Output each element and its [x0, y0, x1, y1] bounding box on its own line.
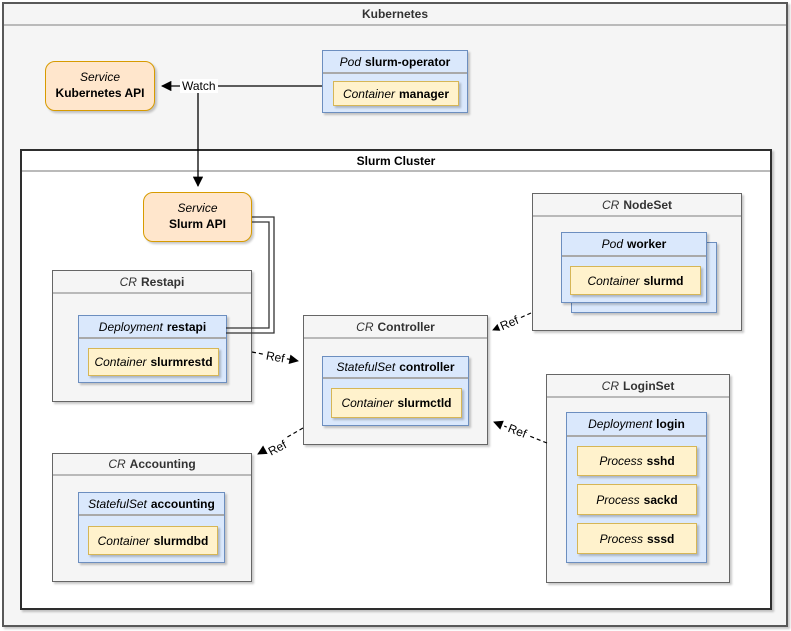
cr-kind-label: CR	[601, 197, 620, 212]
statefulset-accounting-header: StatefulSet accounting	[79, 493, 224, 516]
statefulset-name-label: controller	[399, 360, 455, 374]
process-sshd: Process sshd	[577, 446, 697, 476]
container-name-label: slurmdbd	[153, 533, 209, 548]
pod-name-label: worker	[627, 237, 667, 251]
container-name-label: slurmd	[643, 273, 684, 288]
container-kind-label: Container	[587, 273, 640, 288]
pod-worker-header: Pod worker	[562, 233, 706, 257]
service-slurm-api: Service Slurm API	[143, 192, 252, 242]
container-slurmd: Container slurmd	[570, 266, 701, 295]
process-name-label: sssd	[647, 531, 675, 546]
cr-name-label: Accounting	[129, 457, 196, 471]
cr-kind-label: CR	[356, 319, 374, 334]
cr-loginset-header: CR LoginSet	[547, 375, 729, 398]
cr-name-label: LoginSet	[623, 378, 675, 393]
deployment-name-label: login	[656, 417, 685, 431]
cr-nodeset-header: CR NodeSet	[533, 194, 741, 217]
deployment-kind-label: Deployment	[98, 319, 163, 334]
pod-name-label: slurm-operator	[365, 54, 451, 69]
cr-kind-label: CR	[601, 378, 619, 393]
kubernetes-title: Kubernetes	[4, 4, 786, 26]
process-sssd: Process sssd	[577, 523, 697, 554]
cr-controller-header: CR Controller	[304, 316, 487, 339]
service-kind-label: Service	[177, 201, 218, 216]
pod-kind-label: Pod	[601, 237, 623, 251]
cr-name-label: Controller	[377, 319, 435, 334]
process-kind-label: Process	[599, 454, 643, 468]
statefulset-kind-label: StatefulSet	[88, 496, 147, 511]
container-name-label: slurmrestd	[150, 355, 213, 369]
cr-kind-label: CR	[108, 457, 126, 471]
cr-accounting-header: CR Accounting	[53, 454, 251, 476]
container-kind-label: Container	[97, 533, 150, 548]
container-kind-label: Container	[341, 396, 394, 410]
statefulset-name-label: accounting	[150, 496, 215, 511]
cr-kind-label: CR	[119, 274, 137, 289]
process-name-label: sackd	[643, 492, 678, 507]
statefulset-accounting: StatefulSet accounting Container slurmdb…	[78, 492, 225, 563]
service-name-label: Slurm API	[169, 217, 226, 231]
watch-edge-label: Watch	[180, 79, 218, 93]
statefulset-controller-header: StatefulSet controller	[323, 357, 468, 379]
statefulset-kind-label: StatefulSet	[336, 360, 396, 374]
pod-slurm-operator: Pod slurm-operator Container manager	[322, 50, 468, 113]
process-name-label: sshd	[646, 454, 675, 468]
container-slurmctld: Container slurmctld	[331, 388, 462, 418]
process-sackd: Process sackd	[577, 484, 697, 515]
container-slurmrestd: Container slurmrestd	[88, 348, 219, 376]
slurm-cluster-title: Slurm Cluster	[22, 151, 770, 172]
cr-name-label: Restapi	[140, 274, 185, 289]
deployment-login: Deployment login Process sshd Process sa…	[566, 412, 707, 563]
deployment-name-label: restapi	[166, 319, 207, 334]
service-kind-label: Service	[79, 70, 120, 85]
deployment-kind-label: Deployment	[588, 417, 653, 431]
process-kind-label: Process	[599, 531, 643, 546]
pod-slurm-operator-header: Pod slurm-operator	[323, 51, 467, 74]
cr-name-label: NodeSet	[623, 197, 673, 212]
service-name-label: Kubernetes API	[55, 86, 145, 100]
process-kind-label: Process	[596, 492, 640, 507]
container-name-label: manager	[399, 86, 450, 101]
container-kind-label: Container	[94, 355, 147, 369]
statefulset-controller: StatefulSet controller Container slurmct…	[322, 356, 469, 426]
pod-kind-label: Pod	[339, 54, 361, 69]
container-name-label: slurmctld	[397, 396, 452, 410]
service-kubernetes-api: Service Kubernetes API	[45, 61, 155, 111]
container-slurmdbd: Container slurmdbd	[88, 526, 218, 555]
cr-restapi-header: CR Restapi	[53, 271, 251, 294]
deployment-restapi-header: Deployment restapi	[79, 316, 226, 339]
container-manager: Container manager	[333, 81, 459, 106]
deployment-login-header: Deployment login	[567, 413, 706, 437]
container-kind-label: Container	[342, 86, 395, 101]
pod-worker: Pod worker Container slurmd	[561, 232, 707, 303]
deployment-restapi: Deployment restapi Container slurmrestd	[78, 315, 227, 383]
